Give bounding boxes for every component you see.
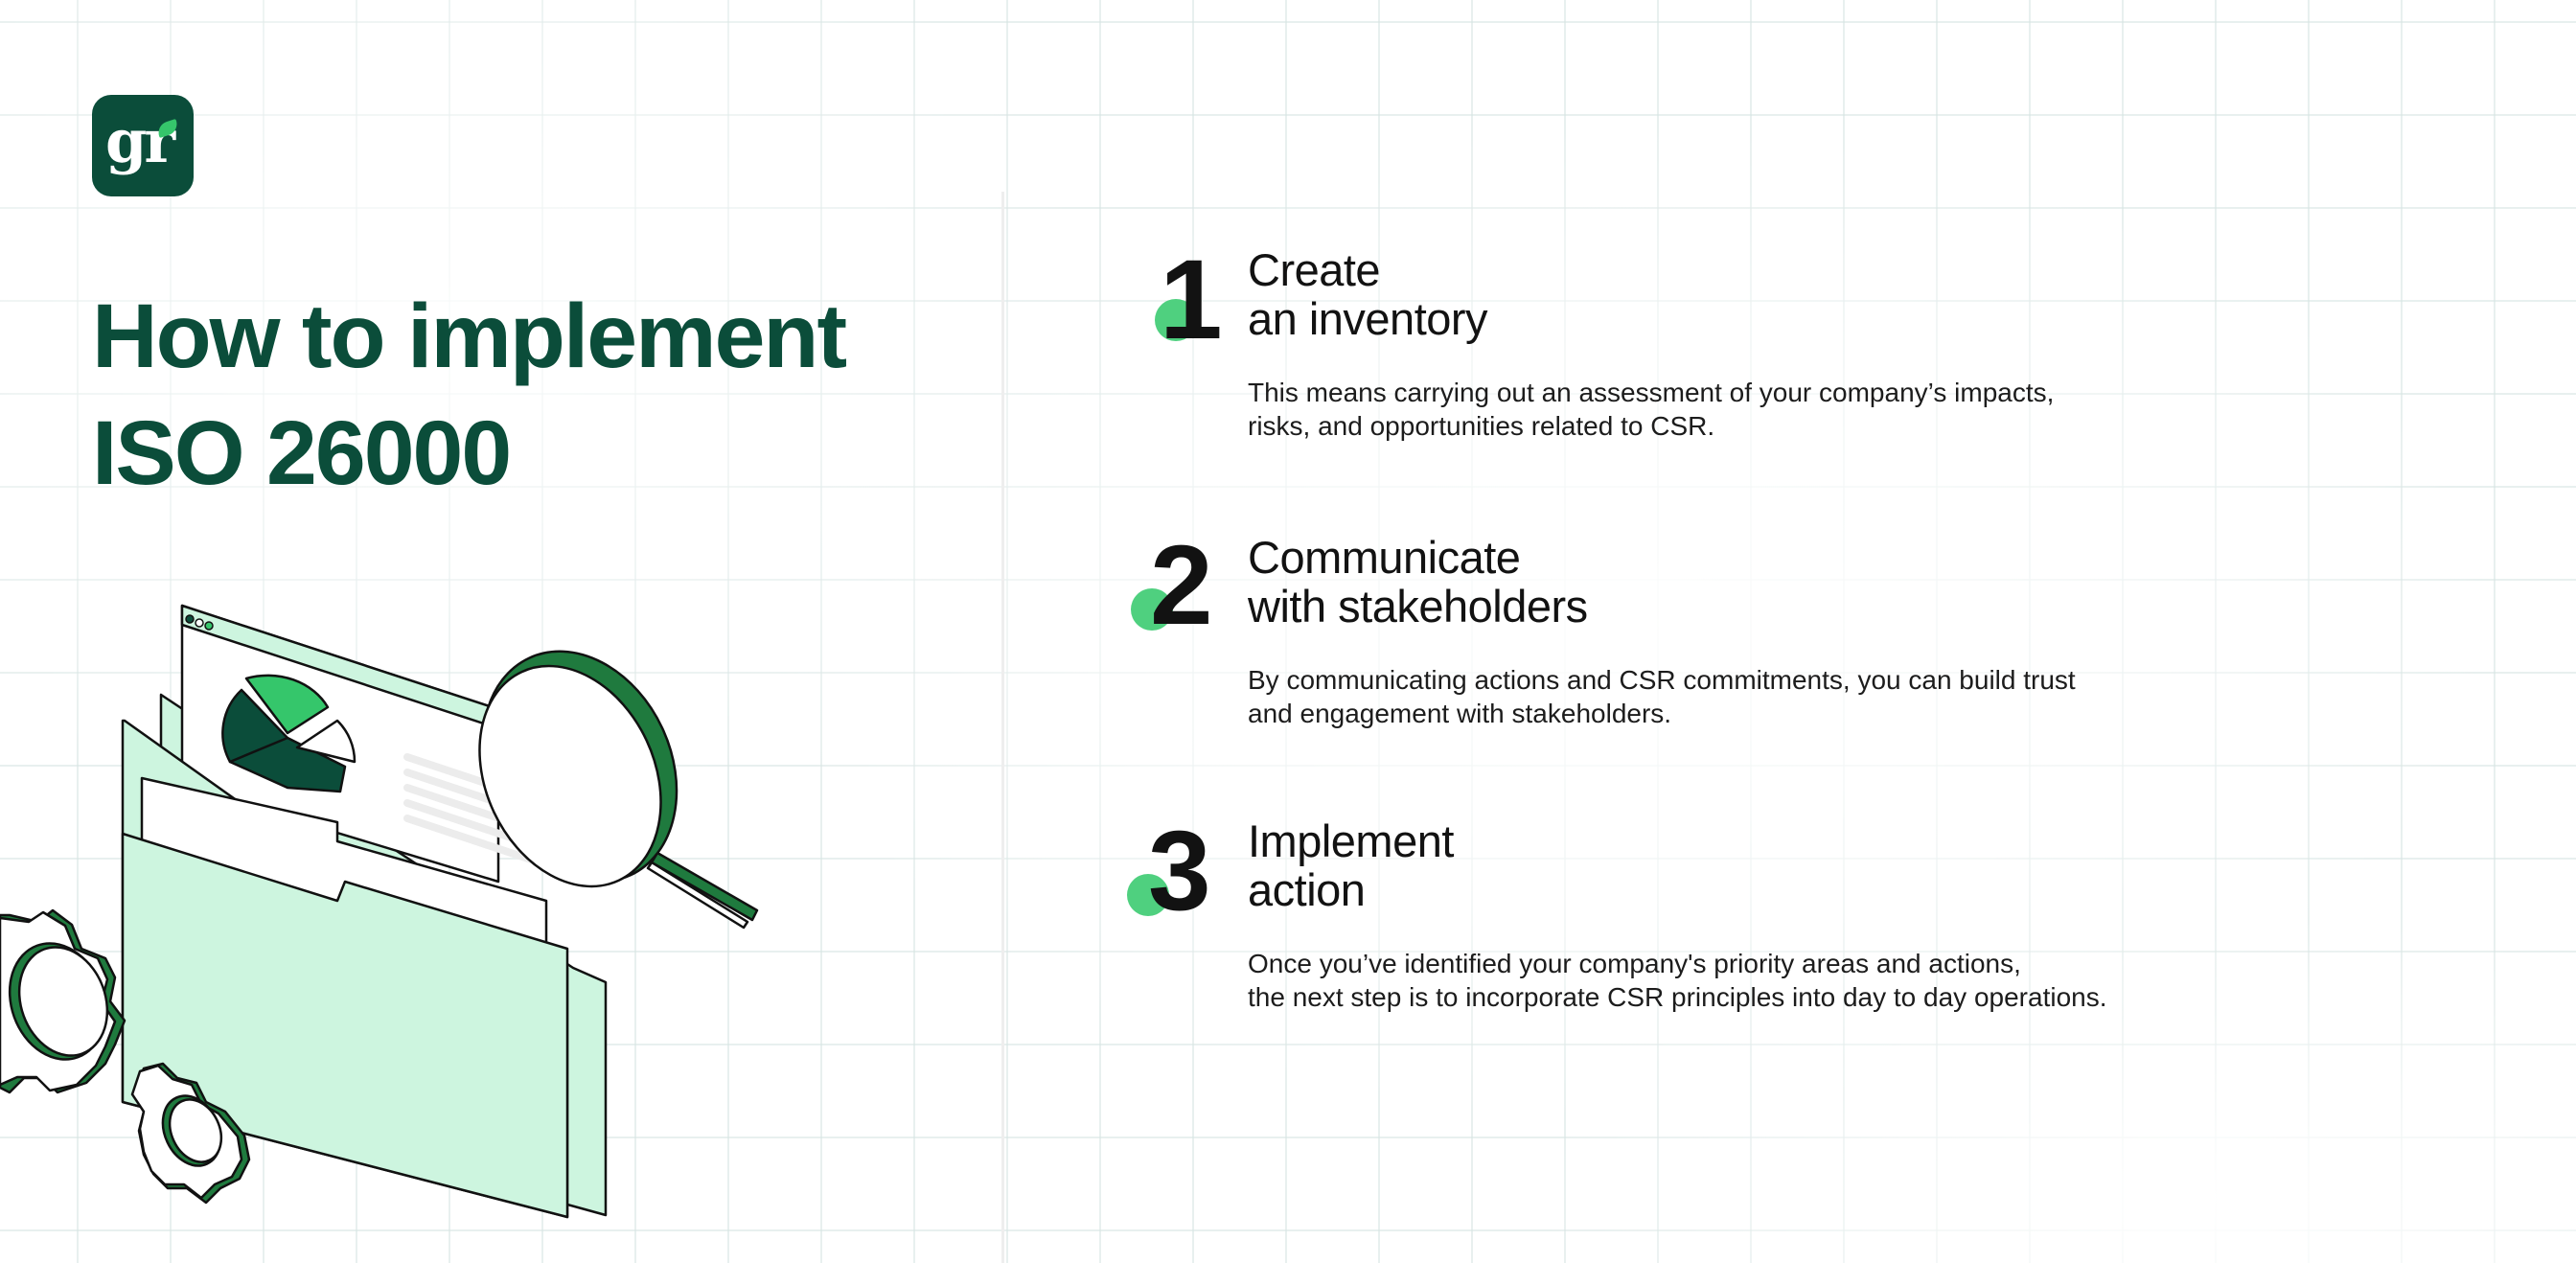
step-title-line-1: Create — [1248, 244, 1381, 295]
step-title-line-2: action — [1248, 864, 1366, 915]
step-number: 2 — [1150, 522, 1213, 649]
step-title-line-2: an inventory — [1248, 293, 1488, 344]
step-number-badge: 1 — [1131, 237, 1227, 363]
step-title: Communicate with stakeholders — [1248, 533, 1588, 631]
page-title-line-2: ISO 26000 — [92, 402, 512, 504]
step-number: 1 — [1160, 237, 1223, 363]
step-description: This means carrying out an assessment of… — [1248, 376, 2302, 443]
step-description-line-1: By communicating actions and CSR commitm… — [1248, 665, 2076, 695]
pie-chart-icon — [221, 674, 356, 793]
step-title-line-1: Communicate — [1248, 532, 1521, 583]
brand-logo: gr — [92, 95, 194, 196]
step-title: Implement action — [1248, 816, 1454, 914]
step-description: By communicating actions and CSR commitm… — [1248, 663, 2302, 730]
accent-dot-icon — [1155, 299, 1197, 341]
magnifying-glass-icon — [478, 650, 759, 930]
column-divider — [1001, 192, 1004, 1263]
accent-dot-icon — [1127, 874, 1169, 916]
step-description-line-2: and engagement with stakeholders. — [1248, 699, 1672, 728]
page-title-line-1: How to implement — [92, 286, 847, 387]
accent-dot-icon — [1131, 588, 1173, 631]
step-number-badge: 3 — [1127, 808, 1227, 934]
step-description-line-2: the next step is to incorporate CSR prin… — [1248, 982, 2107, 1012]
step-title-line-1: Implement — [1248, 815, 1454, 866]
step-description-line-2: risks, and opportunities related to CSR. — [1248, 411, 1715, 441]
logo-text: gr — [104, 105, 175, 176]
step-description-line-1: Once you’ve identified your company's pr… — [1248, 949, 2021, 978]
gear-icon-large — [0, 908, 126, 1094]
step-number: 3 — [1148, 808, 1211, 934]
gear-icon-small — [130, 1062, 251, 1205]
step-number-badge: 2 — [1131, 527, 1227, 642]
step-title-line-2: with stakeholders — [1248, 581, 1588, 632]
page-title: How to implement ISO 26000 — [92, 278, 847, 512]
illustration — [0, 604, 759, 1219]
step-description: Once you’ve identified your company's pr… — [1248, 947, 2302, 1014]
step-title: Create an inventory — [1248, 244, 1488, 344]
step-description-line-1: This means carrying out an assessment of… — [1248, 378, 2055, 407]
